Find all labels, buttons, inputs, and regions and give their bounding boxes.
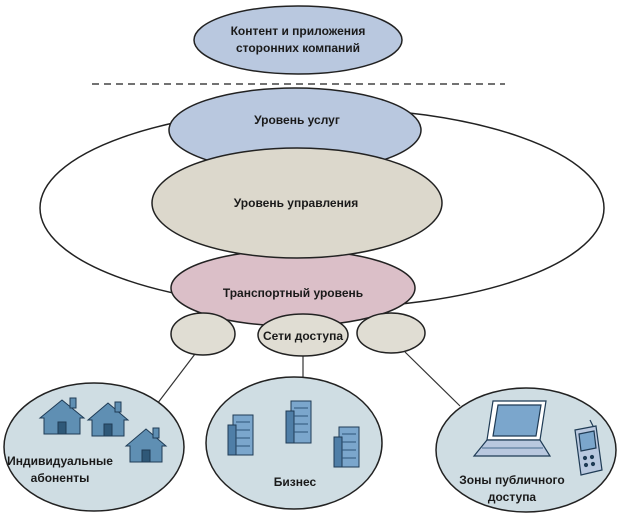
public-access-label-line2: доступа bbox=[488, 490, 537, 504]
building-icon bbox=[227, 414, 254, 456]
access-network-right bbox=[356, 312, 426, 354]
individual-label-line1: Индивидуальные bbox=[7, 454, 113, 468]
access-networks-label: Сети доступа bbox=[263, 329, 343, 343]
connector-line-public bbox=[404, 351, 461, 407]
connector-line-individual bbox=[153, 353, 196, 409]
mobile-phone-icon bbox=[574, 419, 603, 476]
house-icon bbox=[124, 427, 168, 463]
laptop-icon bbox=[472, 400, 552, 457]
service-layer-label: Уровень услуг bbox=[254, 113, 340, 127]
access-network-left bbox=[170, 312, 236, 356]
house-icon bbox=[38, 397, 86, 435]
public-access-label-line1: Зоны публичного bbox=[459, 473, 564, 487]
building-icon bbox=[285, 400, 312, 444]
control-layer-label: Уровень управления bbox=[234, 196, 358, 210]
house-icon bbox=[86, 401, 130, 437]
access-network-center bbox=[257, 313, 349, 357]
third-party-label-line1: Контент и приложения bbox=[231, 24, 366, 38]
business-label: Бизнес bbox=[274, 475, 317, 489]
building-icon bbox=[333, 426, 360, 468]
transport-layer-label: Транспортный уровень bbox=[223, 286, 363, 300]
third-party-content-ellipse bbox=[193, 5, 403, 75]
individual-label-line2: абоненты bbox=[31, 471, 90, 485]
control-layer-ellipse bbox=[151, 147, 443, 259]
third-party-label-line2: сторонних компаний bbox=[236, 41, 360, 55]
